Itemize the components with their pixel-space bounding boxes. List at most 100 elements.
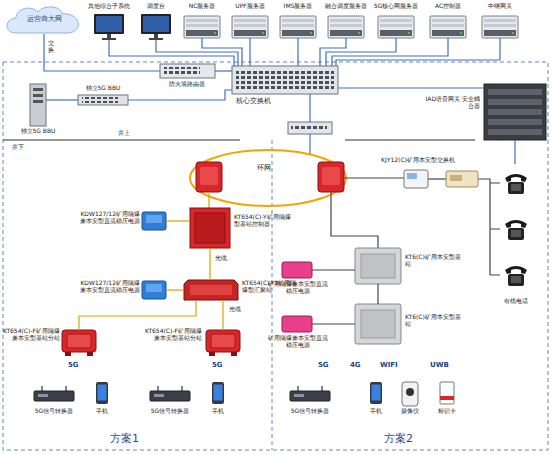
device-node: IMS服务器 <box>280 16 316 38</box>
device-node: AC控制器 <box>430 16 466 38</box>
device-node: 融合调度服务器 <box>328 16 364 38</box>
device-node: KDW127/12矿用隔爆兼本安型直流稳压电源 <box>142 212 166 230</box>
device-caption: 有线电话 <box>490 298 542 305</box>
edge-label: 光缆 <box>228 306 242 313</box>
device-caption: 手机 <box>356 408 396 415</box>
connector-line <box>377 284 378 304</box>
device-node: 运营商大网 <box>6 6 82 34</box>
connector-line <box>297 38 298 66</box>
connector-line <box>514 140 515 164</box>
device-caption: 矿用隔爆兼本安型直流稳压电源 <box>268 281 328 295</box>
annotation-label: WIFI <box>380 361 398 369</box>
annotation-label: 环网 <box>257 164 271 172</box>
device-node: KT654(C)-Y矿用隔爆型基站控制器 <box>190 208 230 248</box>
device-node: NC服务器 <box>184 16 220 38</box>
device-caption: KT654(C)-F矿用隔爆兼本安型基站分站 <box>144 328 202 342</box>
device-node: IAD语音网关 安全耦合器 <box>484 84 546 140</box>
device-node: KT654(C)-F矿用隔爆兼本安型基站分站 <box>206 330 240 356</box>
device-node: 独立5G BBU <box>78 95 128 105</box>
connector-line <box>166 220 190 221</box>
device-caption: 手机 <box>82 408 122 415</box>
connector-line <box>209 248 210 280</box>
device-node: 矿用隔爆兼本安型直流稳压电源 <box>282 262 312 278</box>
device-node: 摄像仪 <box>402 382 418 406</box>
connector-line <box>166 289 184 290</box>
device-caption: IMS服务器 <box>274 3 322 10</box>
connector-line <box>338 87 484 88</box>
device-caption: KT654(C)-F矿用隔爆兼本安型基站分站 <box>2 328 60 342</box>
annotation-label: 方案2 <box>384 433 413 446</box>
connector-line <box>44 34 160 71</box>
device-caption: 其他综合子系统 <box>84 3 134 10</box>
annotation-label: 交换 <box>48 40 54 53</box>
annotation-label: UWB <box>430 361 449 369</box>
device-caption: 摄像仪 <box>390 408 430 415</box>
device-node: KDW127/12矿用隔爆兼本安型直流稳压电源 <box>142 281 166 299</box>
connector-line <box>222 300 223 330</box>
device-node: 矿用隔爆兼本安型直流稳压电源 <box>282 316 312 332</box>
device-caption: 调度台 <box>131 3 181 10</box>
device-caption: 防火墙路由器 <box>152 81 222 88</box>
connector-line <box>156 40 238 66</box>
device-caption: 中继网关 <box>476 3 524 10</box>
device-caption: KT654(C)-Y矿用隔爆型基站控制器 <box>234 214 294 228</box>
device-caption: 5G核心网服务器 <box>370 3 422 10</box>
connector-line <box>336 38 500 66</box>
device-caption: UPF服务器 <box>226 3 274 10</box>
device-caption: NC服务器 <box>178 3 226 10</box>
connector-line <box>46 99 78 100</box>
connector-line <box>79 300 196 330</box>
device-caption: KT6(C)矿用本安型基站 <box>405 254 465 268</box>
device-caption: KDW127/12矿用隔爆兼本安型直流稳压电源 <box>80 211 140 225</box>
device-node: 5G信号转换器 <box>34 386 74 402</box>
connector-line <box>312 323 355 324</box>
device-caption: KDW127/12矿用隔爆兼本安型直流稳压电源 <box>80 280 140 294</box>
device-node: 手机 <box>96 382 108 404</box>
device-node: 手机 <box>370 382 382 404</box>
device-node: UPF服务器 <box>232 16 268 38</box>
device-node: 标识卡 <box>440 382 454 404</box>
annotation-label: 5G <box>68 361 79 369</box>
device-node: KJY12(C)矿用本安型交换机 <box>404 170 428 188</box>
annotation-label: 井下 <box>12 144 24 151</box>
annotation-label: 5G <box>318 361 329 369</box>
device-node: 5G核心网服务器 <box>378 16 414 38</box>
connector-line <box>332 38 448 66</box>
edge-label: 光缆 <box>214 255 228 262</box>
connector-line <box>202 38 242 66</box>
annotation-label: 井上 <box>118 130 130 137</box>
device-node: 中继网关 <box>482 16 518 38</box>
device-node: 手机 <box>212 382 224 404</box>
device-node: 核心交换机 <box>232 66 338 94</box>
device-caption: KT6(C)矿用本安型基站 <box>405 314 465 328</box>
device-caption: 标识卡 <box>427 408 467 415</box>
connector-line <box>215 70 232 71</box>
annotation-label: 方案1 <box>110 433 139 446</box>
device-node: 其他综合子系统 <box>94 14 124 40</box>
device-caption: 5G信号转换器 <box>140 408 200 415</box>
device-caption: 核心交换机 <box>236 97 296 105</box>
device-caption: 独立5G BBU <box>73 85 133 92</box>
connector-line <box>109 40 234 66</box>
device-node: 5G信号转换器 <box>290 386 330 402</box>
device-caption: 5G信号转换器 <box>280 408 340 415</box>
device-caption: 融合调度服务器 <box>320 3 372 10</box>
device-caption: AC控制器 <box>424 3 472 10</box>
device-caption: 5G信号转换器 <box>24 408 84 415</box>
device-node: KT654(C)-Y1矿用隔爆型汇聚站 <box>184 280 238 300</box>
annotation-label: 5G <box>212 361 223 369</box>
device-caption: IAD语音网关 安全耦合器 <box>420 96 480 110</box>
device-node: KT6(C)矿用本安型基站 <box>355 304 401 344</box>
device-node: KT6(C)矿用本安型基站 <box>355 248 401 284</box>
device-node: 有线电话 <box>498 164 532 292</box>
connector-line <box>128 90 232 100</box>
device-node: 5G信号转换器 <box>150 386 190 402</box>
device-node: 独立5G BBU <box>30 84 46 126</box>
device-caption: 运营商大网 <box>6 15 82 23</box>
device-caption: 独立5G BBU <box>2 128 74 135</box>
device-caption: KJY12(C)矿用本安型交换机 <box>370 157 466 164</box>
device-caption: 手机 <box>198 408 238 415</box>
connector-line <box>249 38 250 66</box>
connector-line <box>312 269 355 270</box>
